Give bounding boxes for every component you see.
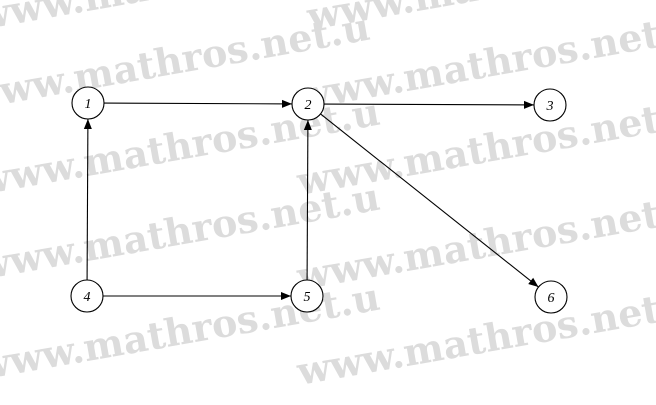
node-label: 1	[85, 97, 92, 112]
edge-5-to-2	[303, 119, 312, 281]
node-layer: 1 2 3 4 5 6	[70, 86, 568, 314]
node-circle	[533, 88, 567, 122]
watermark-layer: www.mathros.net.uwww.mathros.net.uwww.ma…	[0, 0, 656, 394]
node-3: 3	[533, 88, 567, 122]
node-label: 6	[548, 291, 555, 306]
node-circle	[70, 279, 104, 313]
edge-2-to-3	[323, 100, 535, 109]
node-4: 4	[70, 279, 104, 313]
edge-2-to-6	[320, 113, 539, 288]
node-label: 4	[84, 290, 91, 305]
node-label: 3	[546, 99, 554, 114]
node-label: 5	[304, 290, 311, 305]
node-5: 5	[290, 279, 324, 313]
node-circle	[290, 279, 324, 313]
node-1: 1	[71, 86, 105, 120]
node-6: 6	[534, 280, 568, 314]
node-circle	[534, 280, 568, 314]
edge-4-to-1	[83, 118, 92, 281]
node-label: 2	[305, 98, 312, 113]
node-circle	[71, 86, 105, 120]
node-circle	[291, 87, 325, 121]
edge-layer	[83, 99, 539, 300]
edge-1-to-2	[103, 99, 293, 108]
node-2: 2	[291, 87, 325, 121]
